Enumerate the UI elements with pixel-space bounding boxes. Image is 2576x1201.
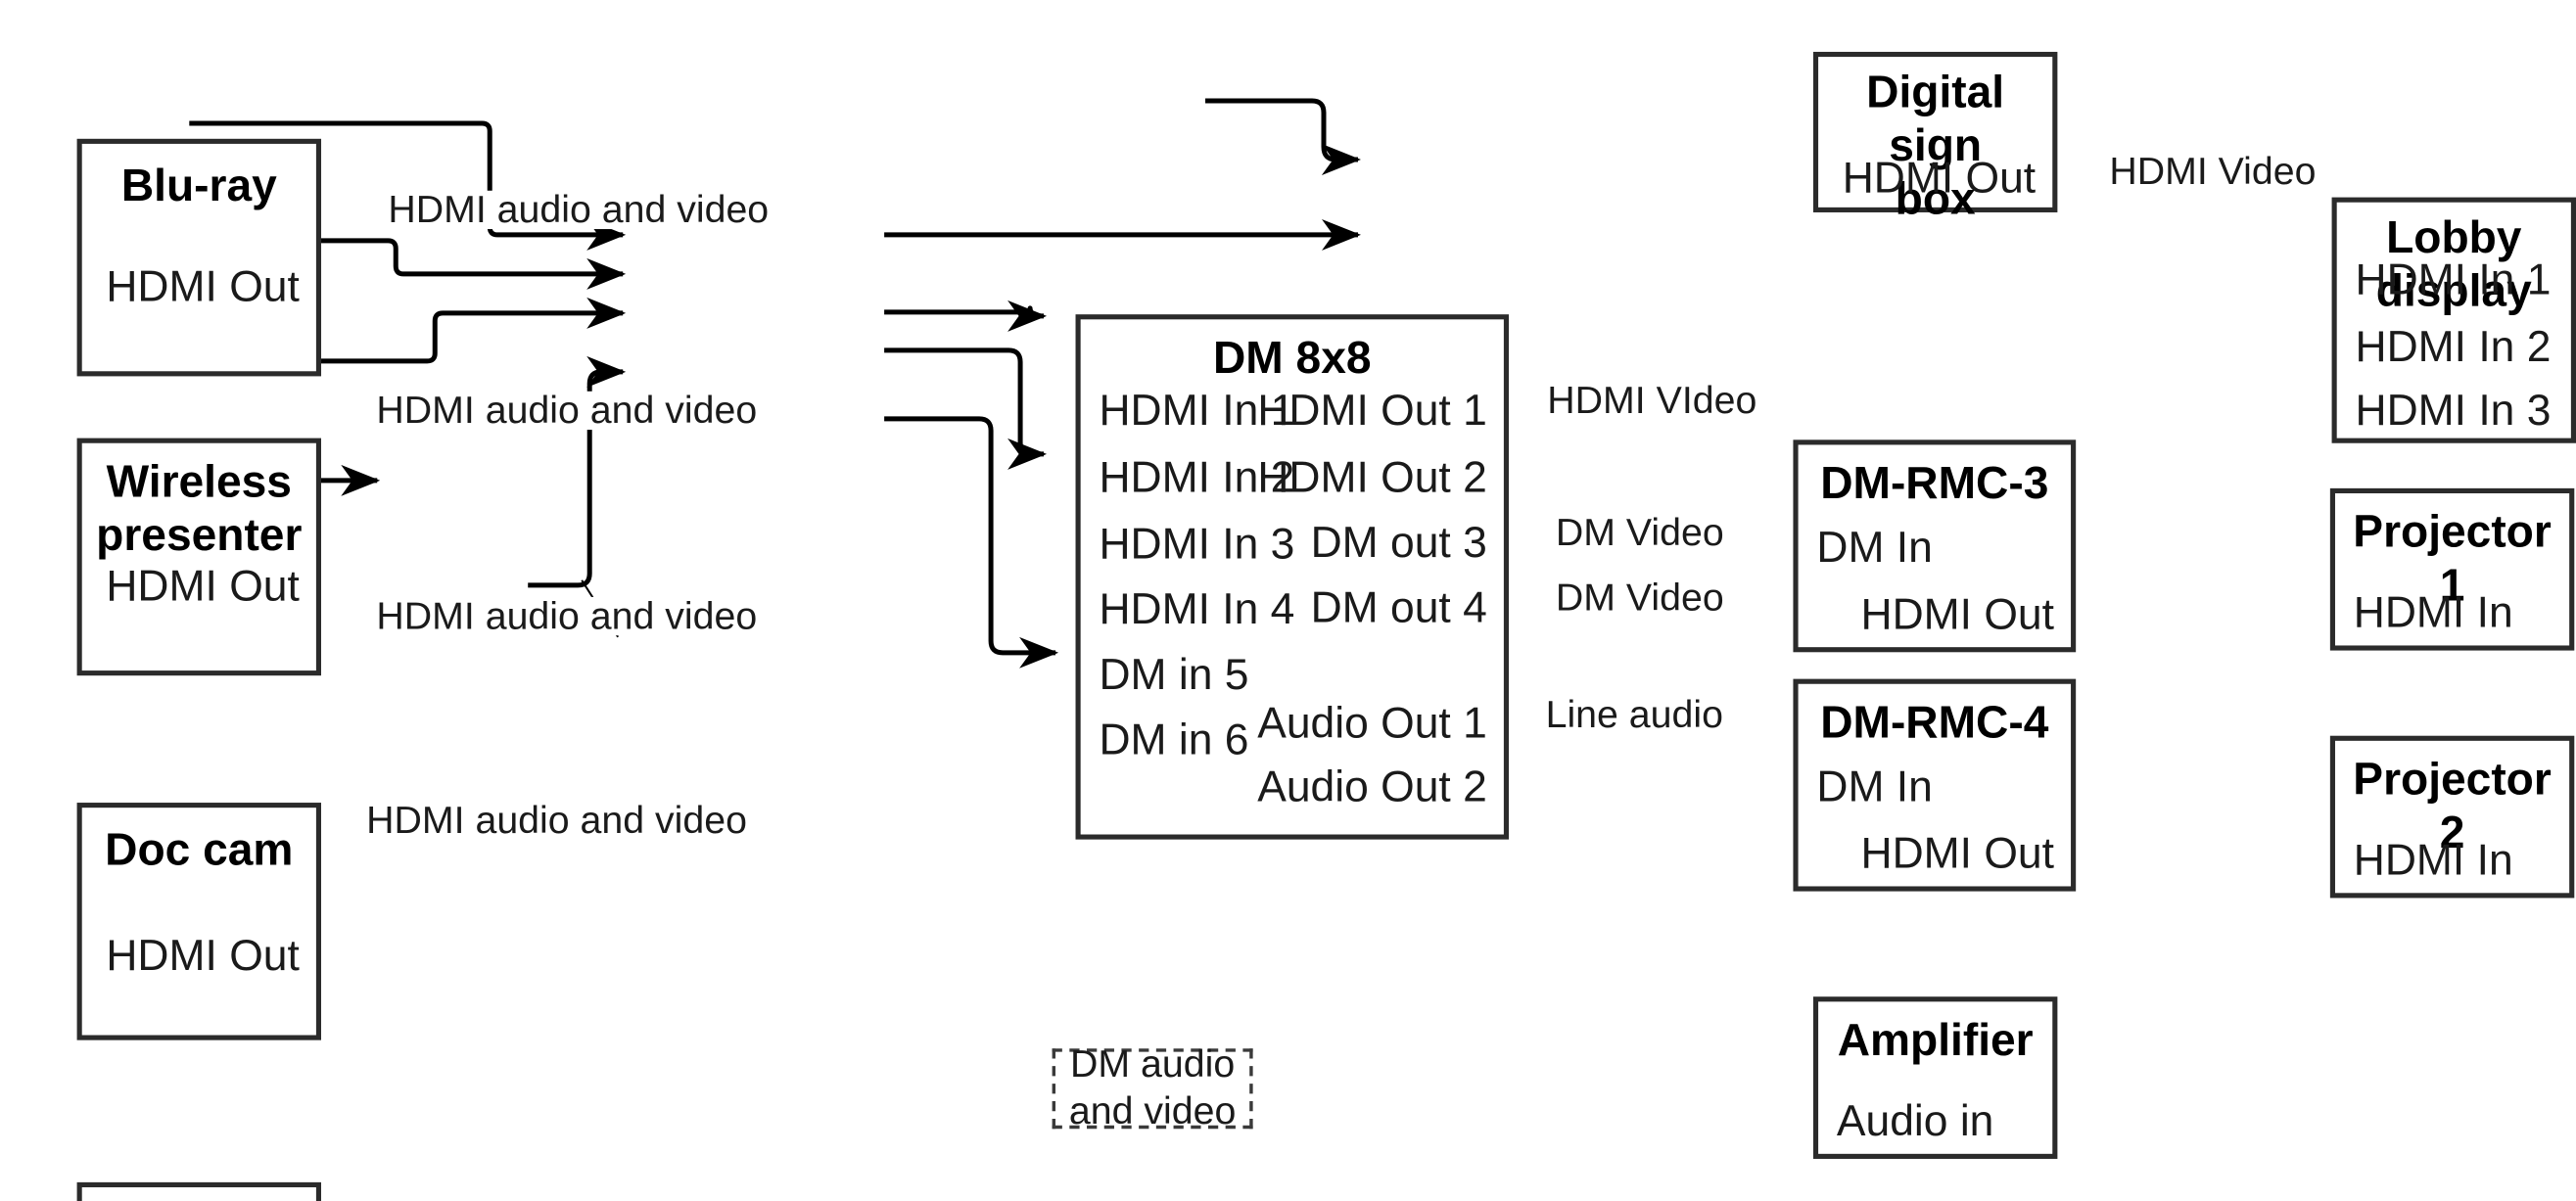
port-digital-sign-box-hdmi-out[interactable]: HDMI Out: [1842, 152, 2037, 203]
port-lobby-display-hdmi-in-2[interactable]: HDMI In 2: [2355, 321, 2552, 372]
port-dm-8x8-audio-out-2[interactable]: Audio Out 2: [1257, 761, 1487, 811]
node-projector-1-title: Projector 1: [2353, 506, 2552, 611]
node-dm-8x8[interactable]: DM 8x8 HDMI In 1 HDMI In 2 HDMI In 3 HDM…: [1075, 314, 1510, 840]
wire-dm8x8-out3-to-rmc3: [884, 300, 1048, 332]
port-dm-8x8-dm-in-5[interactable]: DM in 5: [1099, 648, 1249, 700]
port-dm-8x8-hdmi-in-2[interactable]: HDMI In 2: [1099, 451, 1295, 502]
port-lobby-display-hdmi-in-1[interactable]: HDMI In 1: [2355, 254, 2552, 304]
node-amplifier-title: Amplifier: [1837, 1015, 2034, 1066]
port-doc-cam-hdmi-out[interactable]: HDMI Out: [106, 929, 300, 981]
node-dm-rmc-3-title: DM-RMC-3: [1820, 458, 2049, 509]
note-dm-audio-and-video: DM audio and video: [1052, 1042, 1253, 1132]
port-dm-rmc-3-dm-in[interactable]: DM In: [1816, 522, 1933, 573]
port-dm-8x8-hdmi-in-1[interactable]: HDMI In 1: [1099, 384, 1295, 436]
port-dm-rmc-4-dm-in[interactable]: DM In: [1816, 761, 1933, 811]
node-dm-8x8-title: DM 8x8: [1212, 332, 1372, 384]
node-lobby-display-title-line2: display: [2375, 265, 2532, 316]
wire-label-laptop: HDMI audio and video: [361, 800, 753, 840]
port-dm-8x8-audio-out-1[interactable]: Audio Out 1: [1257, 697, 1487, 748]
wire-label-signbox: HDMI Video: [2104, 152, 2321, 191]
node-amplifier[interactable]: Amplifier Audio in: [1812, 996, 2058, 1159]
node-projector-1[interactable]: Projector 1 HDMI In: [2329, 487, 2575, 651]
wire-label-bluray: HDMI audio and video: [383, 190, 774, 230]
port-dm-8x8-hdmi-out-2[interactable]: HDMI Out 2: [1257, 451, 1487, 502]
node-lobby-display-title-line1: Lobby: [2386, 211, 2522, 263]
port-projector-1-hdmi-in[interactable]: HDMI In: [2353, 586, 2513, 637]
node-wireless-presenter-title-line2: presenter: [96, 509, 303, 561]
wire-label-dm-out4: DM Video: [1550, 577, 1729, 618]
port-dm-8x8-hdmi-in-4[interactable]: HDMI In 4: [1099, 583, 1295, 634]
node-doc-cam-title: Doc cam: [105, 824, 294, 875]
port-projector-2-hdmi-in[interactable]: HDMI In: [2353, 834, 2513, 885]
node-laptop[interactable]: Laptop HDMI Out: [76, 1181, 322, 1201]
node-projector-2-title: Projector 2: [2353, 754, 2552, 858]
node-digital-sign-box[interactable]: Digital sign box HDMI Out: [1812, 51, 2058, 223]
node-dm-rmc-4-title: DM-RMC-4: [1820, 697, 2049, 748]
wire-label-dm-out1: HDMI VIdeo: [1542, 381, 1762, 420]
wire-dm8x8-audio-to-amplifier: [884, 416, 1059, 669]
port-dm-rmc-4-hdmi-out[interactable]: HDMI Out: [1860, 827, 2054, 878]
port-dm-8x8-dm-out-4[interactable]: DM out 4: [1310, 581, 1487, 632]
node-wireless-presenter-title-line1: Wireless: [106, 456, 292, 507]
wire-label-line-audio: Line audio: [1540, 695, 1729, 735]
wire-label-wireless: HDMI audio and video: [371, 391, 763, 431]
port-dm-8x8-hdmi-out-1[interactable]: HDMI Out 1: [1257, 384, 1487, 436]
node-dm-rmc-4[interactable]: DM-RMC-4 DM In HDMI Out: [1793, 678, 2077, 892]
node-digital-sign-box-title-line2: box: [1895, 173, 1976, 224]
port-dm-rmc-3-hdmi-out[interactable]: HDMI Out: [1860, 588, 2054, 639]
port-bluray-hdmi-out[interactable]: HDMI Out: [106, 260, 300, 311]
wire-signbox-to-lobby: [1205, 98, 1361, 175]
wire-label-doccam: HDMI audio and video: [371, 596, 763, 636]
node-lobby-display[interactable]: Lobby display HDMI In 1 HDMI In 2 HDMI I…: [2331, 197, 2576, 443]
node-dm-rmc-3[interactable]: DM-RMC-3 DM In HDMI Out: [1793, 439, 2077, 653]
node-projector-2[interactable]: Projector 2 HDMI In: [2329, 735, 2575, 899]
port-dm-8x8-hdmi-in-3[interactable]: HDMI In 3: [1099, 518, 1295, 569]
wire-label-dm-out3: DM Video: [1550, 513, 1729, 552]
node-digital-sign-box-title-line1: Digital sign: [1866, 67, 2005, 171]
node-doc-cam[interactable]: Doc cam HDMI Out: [76, 803, 322, 1040]
node-bluray-title: Blu-ray: [120, 161, 277, 211]
port-wireless-presenter-hdmi-out[interactable]: HDMI Out: [106, 560, 300, 611]
wire-dm8x8-out4-to-rmc4: [884, 347, 1048, 470]
node-wireless-presenter[interactable]: Wireless presenter HDMI Out: [76, 438, 322, 676]
node-bluray[interactable]: Blu-ray HDMI Out: [76, 138, 322, 377]
port-lobby-display-hdmi-in-3[interactable]: HDMI In 3: [2355, 384, 2552, 436]
port-amplifier-audio-in[interactable]: Audio in: [1836, 1095, 1994, 1146]
port-dm-8x8-dm-in-6[interactable]: DM in 6: [1099, 714, 1249, 764]
port-dm-8x8-dm-out-3[interactable]: DM out 3: [1310, 516, 1487, 568]
note-dm-audio-and-video-text: DM audio and video: [1068, 1042, 1237, 1132]
